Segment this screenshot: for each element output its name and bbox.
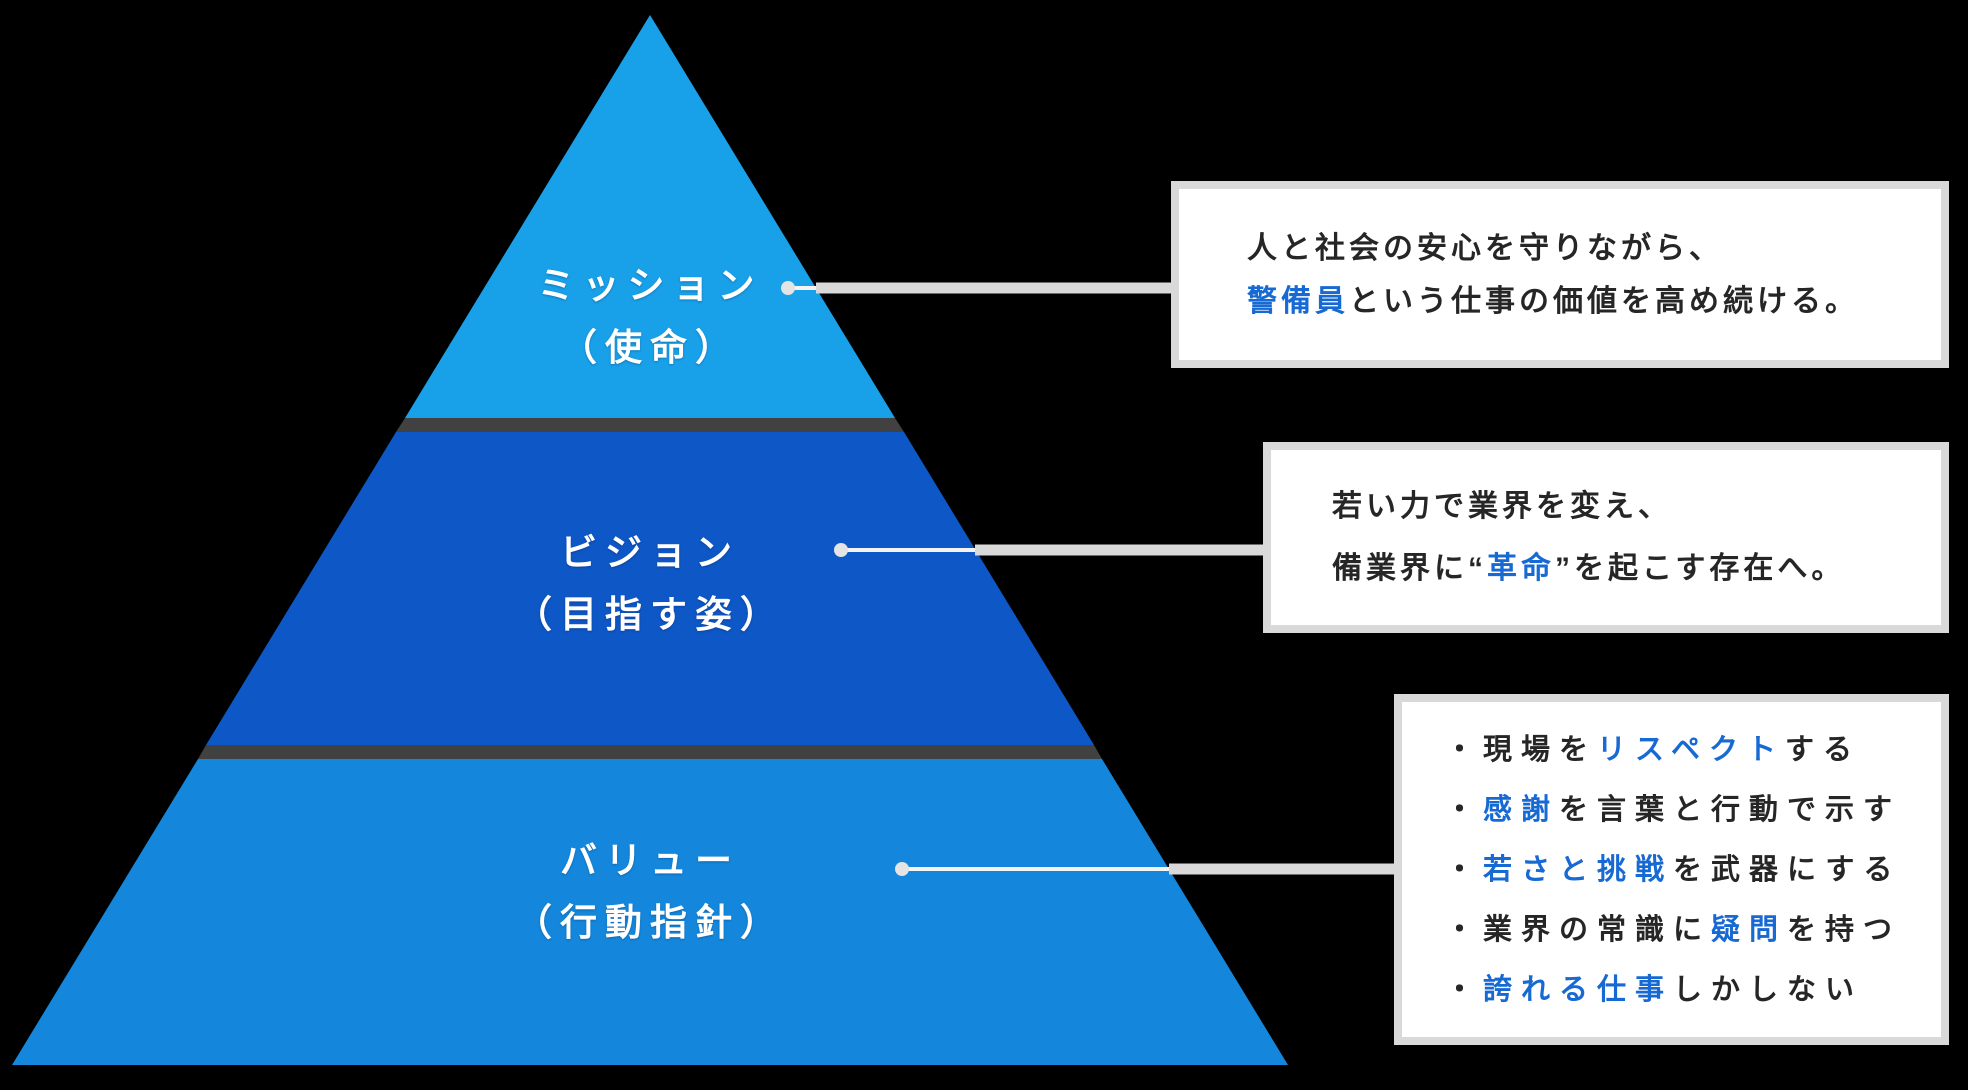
text-segment: 備業界に“ bbox=[1332, 551, 1487, 585]
text-segment: ・ bbox=[1445, 973, 1484, 1006]
pyramid-separator-1 bbox=[396, 418, 904, 432]
highlighted-text: 警備員 bbox=[1247, 284, 1349, 318]
callout-box-values: ・現場をリスペクトする・感謝を言葉と行動で示す・若さと挑戦を武器にする・業界の常… bbox=[1394, 694, 1949, 1045]
text-segment: を持つ bbox=[1787, 913, 1902, 946]
text-segment: を言葉と行動で示す bbox=[1559, 793, 1902, 826]
text-segment: ・ bbox=[1445, 793, 1484, 826]
callout-line: ・現場をリスペクトする bbox=[1445, 720, 1941, 780]
vision-subtitle: （目指す姿） bbox=[515, 594, 785, 635]
text-segment: ・業界の常識に bbox=[1445, 913, 1712, 946]
text-segment: を武器にする bbox=[1673, 853, 1902, 886]
values-title: バリュー bbox=[560, 840, 740, 881]
connector-dot-vision bbox=[834, 543, 848, 557]
callout-line: 警備員という仕事の価値を高め続ける。 bbox=[1247, 275, 1941, 328]
text-segment: 若い力で業界を変え、 bbox=[1332, 489, 1672, 523]
connector-dot-values bbox=[895, 862, 909, 876]
callout-line: ・誇れる仕事しかしない bbox=[1445, 960, 1941, 1020]
pyramid-label-values: バリュー （行動指針） bbox=[430, 830, 870, 954]
callout-line: ・若さと挑戦を武器にする bbox=[1445, 840, 1941, 900]
callout-box-vision: 若い力で業界を変え、備業界に“革命”を起こす存在へ。 bbox=[1263, 442, 1949, 633]
vision-title: ビジョン bbox=[560, 532, 740, 573]
pyramid-section-mission-shape bbox=[405, 15, 895, 418]
highlighted-text: 革命 bbox=[1487, 551, 1555, 585]
highlighted-text: 誇れる仕事 bbox=[1483, 973, 1674, 1006]
mission-subtitle: （使命） bbox=[560, 327, 740, 368]
text-segment: 人と社会の安心を守りながら、 bbox=[1247, 231, 1723, 265]
callout-line: ・感謝を言葉と行動で示す bbox=[1445, 780, 1941, 840]
mission-title: ミッション bbox=[537, 265, 763, 306]
text-segment: ”を起こす存在へ。 bbox=[1555, 551, 1846, 585]
text-segment: という仕事の価値を高め続ける。 bbox=[1349, 284, 1859, 318]
pyramid-label-vision: ビジョン （目指す姿） bbox=[430, 522, 870, 646]
text-segment: する bbox=[1785, 733, 1862, 766]
pyramid-label-mission: ミッション （使命） bbox=[430, 255, 870, 379]
highlighted-text: リスペクト bbox=[1597, 733, 1785, 766]
callout-line: ・業界の常識に疑問を持つ bbox=[1445, 900, 1941, 960]
text-segment: ・ bbox=[1445, 853, 1484, 886]
text-segment: しかしない bbox=[1673, 973, 1864, 1006]
callout-line: 人と社会の安心を守りながら、 bbox=[1247, 222, 1941, 275]
pyramid-separator-2 bbox=[198, 745, 1102, 759]
values-subtitle: （行動指針） bbox=[515, 902, 785, 943]
highlighted-text: 感謝 bbox=[1483, 793, 1560, 826]
pyramid-section-vision-shape bbox=[206, 432, 1094, 745]
callout-line: 若い力で業界を変え、 bbox=[1332, 476, 1941, 538]
callout-line: 備業界に“革命”を起こす存在へ。 bbox=[1332, 538, 1941, 600]
connector-dot-mission bbox=[781, 281, 795, 295]
callout-box-mission: 人と社会の安心を守りながら、警備員という仕事の価値を高め続ける。 bbox=[1171, 181, 1949, 368]
pyramid-section-values-shape bbox=[12, 759, 1288, 1065]
highlighted-text: 疑問 bbox=[1711, 913, 1788, 946]
text-segment: ・現場を bbox=[1445, 733, 1598, 766]
highlighted-text: 若さと挑戦 bbox=[1483, 853, 1674, 886]
